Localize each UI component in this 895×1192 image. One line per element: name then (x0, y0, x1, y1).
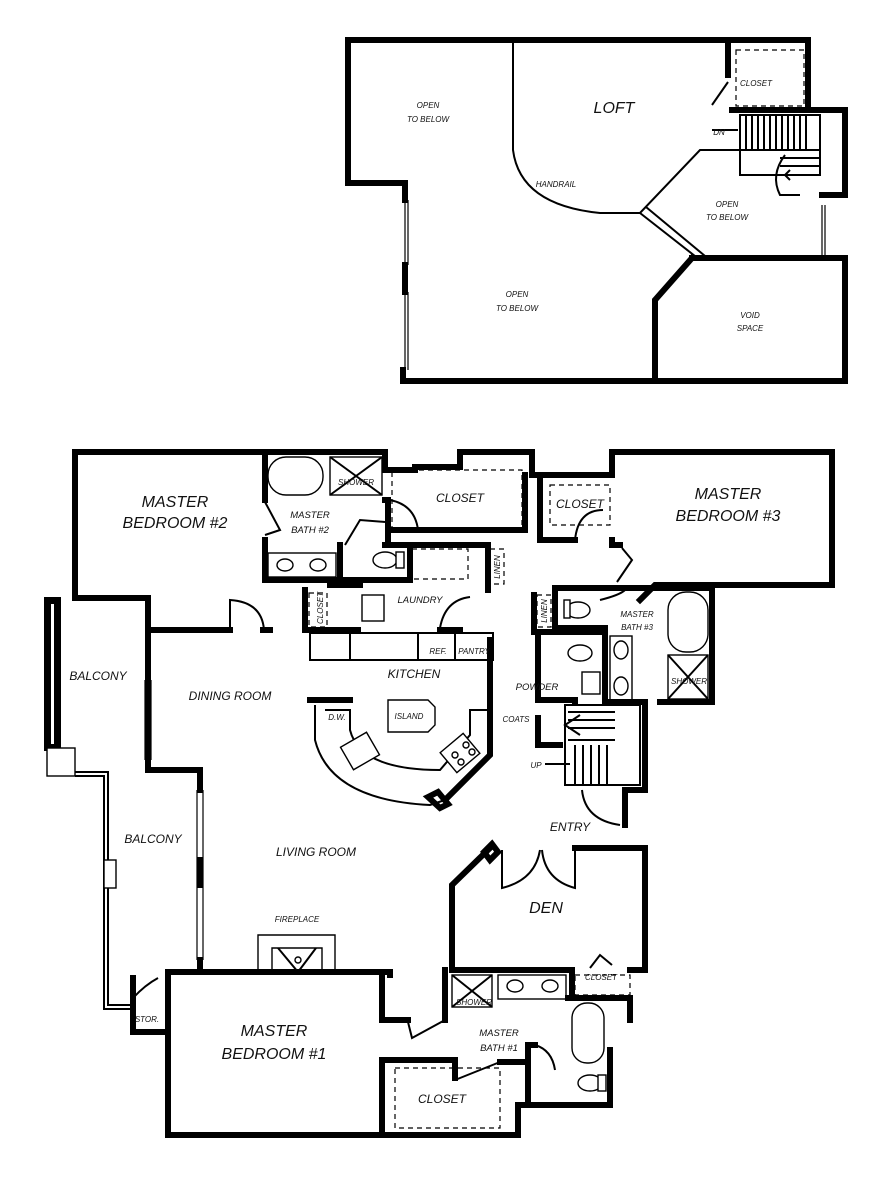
bedroom-3-door (616, 547, 634, 583)
toilet-2 (372, 551, 398, 569)
kitchen-island (387, 699, 436, 733)
shower-1-label: SHOWER (456, 998, 492, 1007)
loft-left-wall (345, 180, 408, 203)
stor-label: STOR. (135, 1015, 159, 1024)
dining-room-label: DINING ROOM (189, 689, 272, 703)
loft-label: LOFT (594, 100, 636, 117)
shower-2-label: SHOWER (338, 478, 374, 487)
stair-arrow-icon (782, 169, 800, 181)
open-to-below-left-line1: OPEN (417, 101, 440, 110)
powder-sink (581, 671, 601, 695)
entry-door (581, 789, 621, 826)
loft-bottom-wall (400, 367, 848, 384)
open-to-below-left-line2: TO BELOW (407, 115, 451, 124)
shower-3-label: SHOWER (671, 677, 707, 686)
master-bath-3-wall (552, 585, 715, 705)
master-bedroom-3-line2: BEDROOM #3 (676, 508, 781, 525)
void-space-wall (689, 255, 848, 384)
bathtub-3 (667, 591, 709, 653)
closet-top-right-label: CLOSET (556, 497, 606, 511)
kitchen-label: KITCHEN (388, 667, 441, 681)
master-bedroom-3-line1: MASTER (695, 486, 762, 503)
loft-level: OPEN TO BELOW LOFT CLOSET DN HANDRAIL OP… (345, 37, 848, 384)
closet-top-label: CLOSET (436, 491, 486, 505)
open-to-below-center-line2: TO BELOW (496, 304, 540, 313)
wc-2-wall (337, 542, 413, 583)
loft-stair-wall (729, 107, 848, 198)
up-label: UP (530, 761, 542, 770)
master-bath-2-line1: MASTER (290, 510, 330, 521)
linen-side-label: LINEN (540, 599, 549, 623)
balcony-bottom-label: BALCONY (124, 832, 182, 846)
up-arrow-icon (563, 714, 581, 736)
dining-wall (145, 627, 203, 793)
bathtub-2 (267, 456, 324, 496)
balcony-top-label: BALCONY (69, 669, 127, 683)
powder-label: POWDER (516, 682, 559, 693)
closet-vertical-label: CLOSET (316, 591, 325, 624)
balcony-top-rail (44, 597, 61, 751)
laundry-wall (407, 542, 491, 593)
cooktop (439, 732, 481, 774)
main-stairs (545, 704, 641, 786)
laundry-label: LAUNDRY (397, 595, 443, 606)
coats-label: COATS (503, 715, 531, 724)
fireplace-label: FIREPLACE (275, 915, 320, 924)
linen-top-label: LINEN (493, 555, 502, 579)
living-room-label: LIVING ROOM (276, 845, 356, 859)
dw-label: D.W. (328, 713, 345, 722)
den-label: DEN (529, 900, 563, 917)
closet-den-label: CLOSET (585, 973, 618, 982)
island-label: ISLAND (395, 712, 424, 721)
pantry-label: PANTRY (458, 647, 490, 656)
powder-wall (535, 629, 578, 705)
ref-label: REF. (429, 647, 446, 656)
dn-label: DN (713, 128, 725, 137)
master-bedroom-3-wall (609, 449, 835, 605)
closet-bottom-label: CLOSET (418, 1092, 468, 1106)
main-level: MASTER BEDROOM #2 MASTER BATH #2 SHOWER … (44, 449, 835, 1138)
master-bath-2-line2: BATH #2 (291, 525, 330, 536)
bathtub-1 (571, 1002, 605, 1064)
master-bath-3-line1: MASTER (620, 610, 654, 619)
den-door-left (501, 849, 541, 890)
master-bedroom-1-line1: MASTER (241, 1023, 308, 1040)
handrail-label: HANDRAIL (536, 180, 576, 189)
bedroom-2-door (229, 598, 265, 631)
entry-label: ENTRY (550, 820, 591, 834)
master-bedroom-2-line1: MASTER (142, 494, 209, 511)
master-bath-2-wall (262, 449, 535, 478)
loft-handrail (512, 42, 820, 214)
open-to-below-right-line1: OPEN (716, 200, 739, 209)
master-bath-3-line2: BATH #3 (621, 623, 653, 632)
open-to-below-center-line1: OPEN (506, 290, 529, 299)
fireplace (257, 934, 336, 973)
loft-stairs (739, 114, 821, 196)
master-bedroom-2-line2: BEDROOM #2 (123, 515, 228, 532)
void-space-line1: VOID (740, 311, 760, 320)
kitchen-peninsula (314, 705, 446, 807)
kitchen-sink (339, 731, 381, 771)
loft-closet-label: CLOSET (740, 79, 773, 88)
stor-wall (130, 975, 171, 1035)
void-space-line2: SPACE (737, 324, 764, 333)
laundry-sink (361, 594, 385, 622)
den-wall (449, 843, 575, 1001)
master-bath-1-line1: MASTER (479, 1028, 519, 1039)
master-bedroom-1-wall (165, 969, 393, 978)
den-door-right (541, 849, 576, 890)
bedroom-1-door (407, 1019, 446, 1040)
toilet-powder (567, 644, 593, 662)
open-to-below-right-line2: TO BELOW (706, 213, 750, 222)
master-bedroom-1-line2: BEDROOM #1 (222, 1046, 327, 1063)
master-bath-1-line2: BATH #1 (480, 1043, 518, 1054)
